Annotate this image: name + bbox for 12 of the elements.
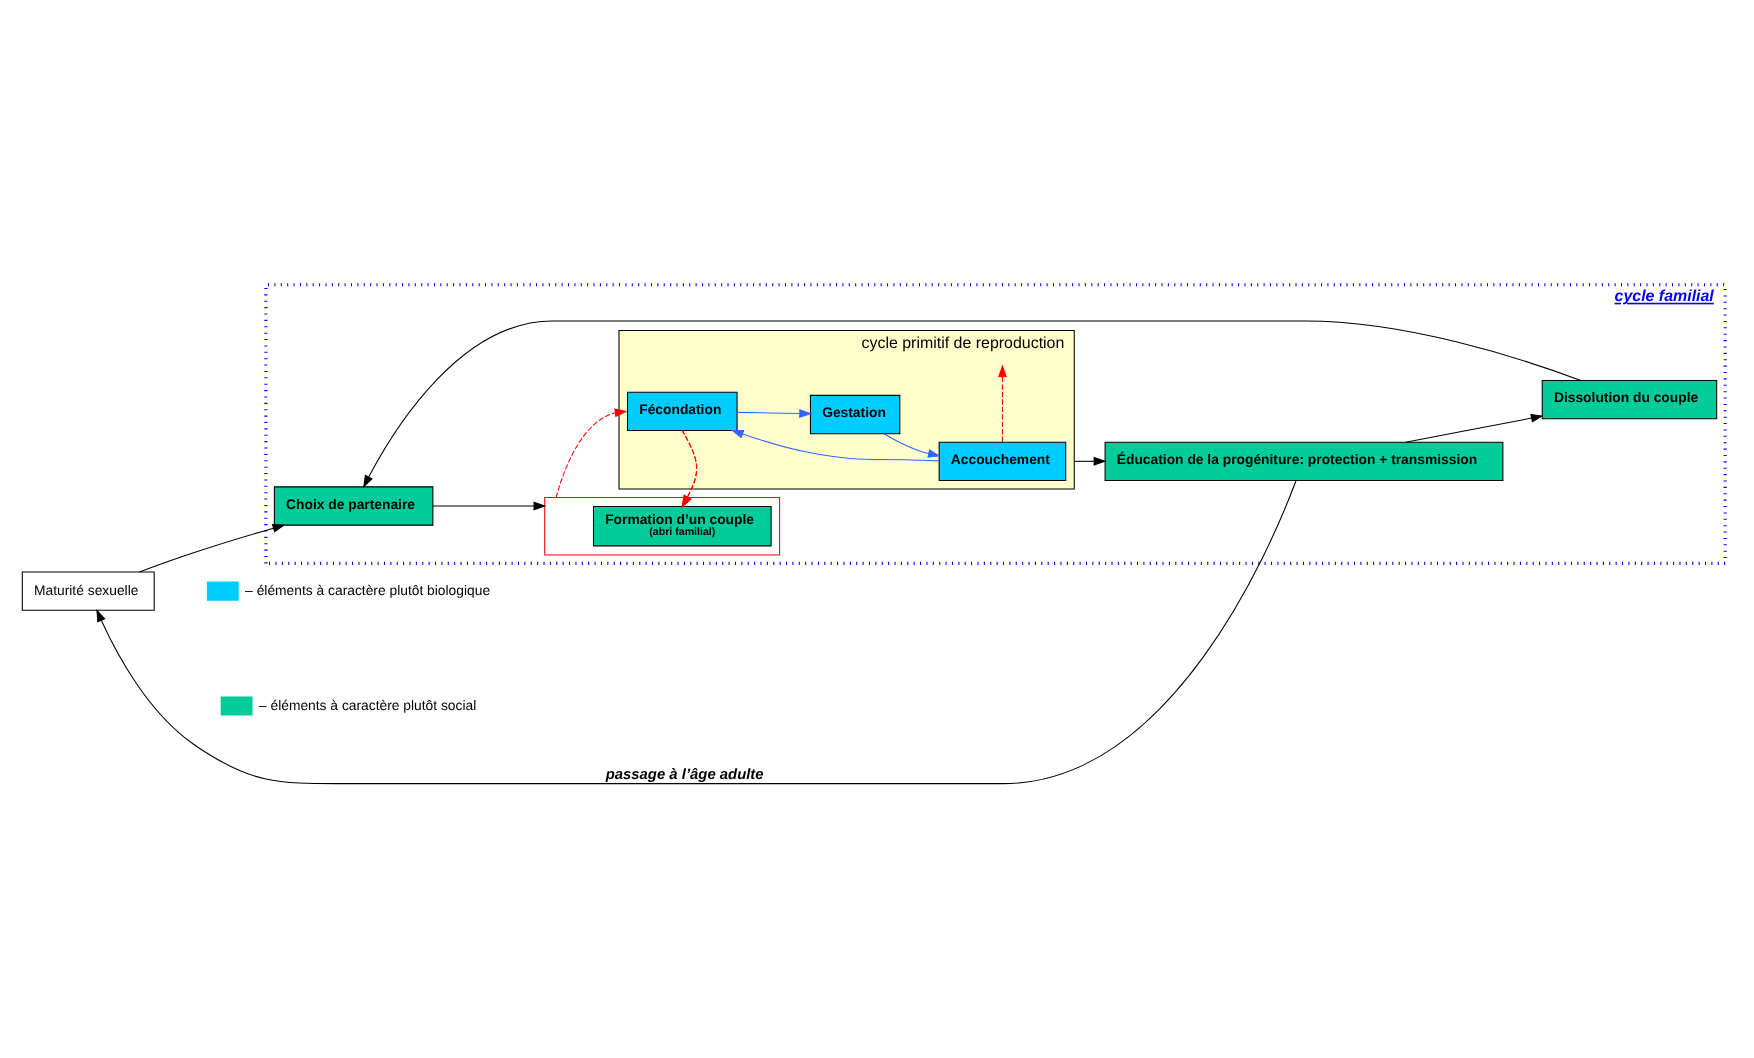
- arrow: [680, 428, 697, 507]
- arrow: [1404, 412, 1543, 442]
- arrow: [996, 363, 1006, 442]
- arrow: [882, 432, 940, 457]
- arrow: [137, 523, 285, 572]
- arrow: [95, 479, 1296, 784]
- arrow: [362, 319, 1581, 487]
- arrow: [729, 428, 939, 461]
- arrow: [431, 500, 546, 510]
- arrow: [554, 407, 627, 497]
- arrow: [735, 408, 811, 417]
- arrow: [1072, 455, 1106, 465]
